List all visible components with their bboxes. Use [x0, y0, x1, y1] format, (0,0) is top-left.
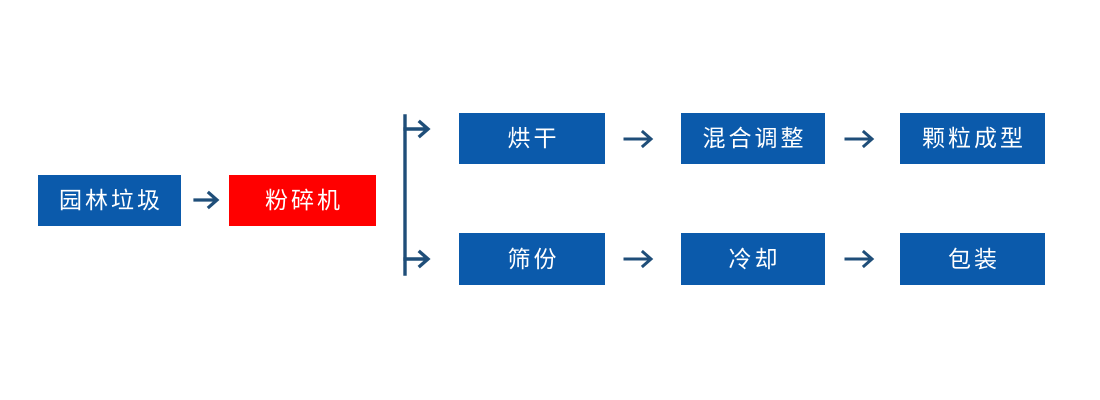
arrow-right-icon-cooling-to-packaging	[843, 245, 883, 273]
node-drying[interactable]: 烘干	[459, 113, 605, 164]
arrow-right-icon-raw-to-crusher	[193, 186, 225, 214]
node-label: 混合调整	[702, 125, 807, 151]
arrow-right-icon-screening-to-cooling	[622, 245, 662, 273]
arrow-right-icon-drying-to-mixing	[622, 125, 662, 153]
node-label: 园林垃圾	[59, 187, 163, 213]
node-raw-material[interactable]: 园林垃圾	[38, 175, 181, 226]
node-mixing[interactable]: 混合调整	[681, 113, 825, 164]
node-granulating[interactable]: 颗粒成型	[900, 113, 1045, 164]
node-label: 烘干	[507, 125, 560, 151]
node-label: 粉碎机	[265, 187, 343, 213]
branch-split-icon-crusher	[398, 112, 442, 278]
node-label: 筛份	[507, 245, 560, 272]
node-label: 颗粒成型	[922, 125, 1026, 151]
node-cooling[interactable]: 冷却	[681, 233, 825, 285]
node-crusher[interactable]: 粉碎机	[229, 175, 376, 226]
node-screening[interactable]: 筛份	[459, 233, 605, 285]
node-packaging[interactable]: 包装	[900, 233, 1045, 285]
node-label: 冷却	[728, 245, 781, 272]
node-label: 包装	[948, 245, 1000, 272]
arrow-right-icon-mixing-to-granulating	[843, 125, 883, 153]
